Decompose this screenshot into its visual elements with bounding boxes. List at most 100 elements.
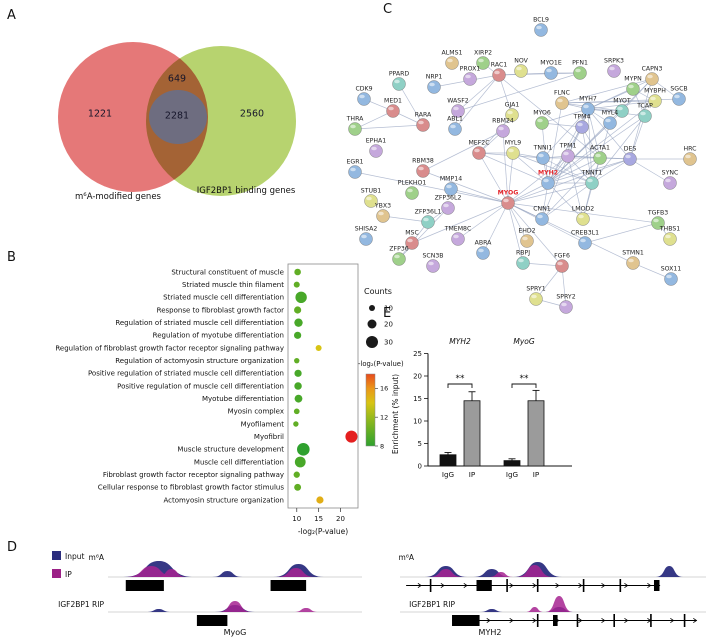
go-term-label: Myotube differentiation [202,395,284,403]
venn-right-count: 2560 [239,108,265,120]
network-edge [621,78,653,112]
network-edge [502,130,509,204]
network-node [392,252,406,266]
gene-direction-arrow [601,582,606,589]
significance-bracket [511,383,537,388]
network-node [421,215,435,229]
gene-exon-tick [506,579,508,592]
network-node [492,68,506,82]
counts-legend-dot [366,336,378,348]
go-term-label: Muscle structure development [177,446,284,454]
network-node-highlight [446,184,452,189]
bar-x-label: IgG [506,470,518,479]
network-node-highlight [653,218,659,223]
go-term-dot [294,318,303,327]
network-edge [478,152,549,184]
ip-peak [525,607,544,612]
network-edge [547,78,653,184]
network-node-label: RBPJ [516,250,530,257]
network-edge [629,115,646,160]
network-node-highlight [453,234,459,239]
network-node-highlight [605,118,611,123]
gene-exon-tick [619,579,622,592]
network-node [626,82,640,96]
color-legend-title: -log₂(P-value) [358,360,404,368]
network-node-highlight [583,104,589,109]
network-node-label: FLNC [554,90,570,97]
network-node [593,151,607,165]
network-node [392,77,406,91]
network-edge [587,78,653,110]
go-term-label: Regulation of fibroblast growth factor r… [55,344,284,352]
bar [527,400,545,467]
network-node-label: MYH2 [538,170,558,177]
go-term-label: Striated muscle cell differentiation [163,294,284,302]
network-node [520,234,534,248]
input-peak [479,609,505,612]
network-node [386,104,400,118]
network-node [445,56,459,70]
counts-legend-value: 20 [384,321,393,329]
network-node-highlight [518,258,524,263]
network-edge [591,115,646,184]
network-node-label: MYPN [624,76,642,83]
network-edge [547,182,584,220]
venn-overlap-top-count: 649 [167,73,187,85]
network-node-highlight [546,68,552,73]
network-node [514,64,528,78]
go-term-label: Cellular response to fibroblast growth f… [98,484,285,492]
go-term-label: Positive regulation of muscle cell diffe… [117,382,284,390]
go-term-label: Muscle cell differentiation [194,458,284,466]
network-node-highlight [508,148,514,153]
network-node-highlight [628,258,634,263]
network-node-label: SOX11 [661,266,682,273]
network-node [573,66,587,80]
network-node-highlight [478,248,484,253]
go-term-label: Response to fibroblast growth factor [157,306,284,314]
network-node [544,66,558,80]
network-node-highlight [350,167,356,172]
network-node-label: RARA [415,112,432,119]
track-label: IGF2BP1 RIP [58,600,104,609]
network-node-highlight [543,178,549,183]
network-node-highlight [577,122,583,127]
network-node-label: EPHA1 [366,138,387,145]
y-tick-label: 0 [418,463,422,471]
network-node-label: SYNC [662,170,679,177]
venn-intersection-blob [149,90,207,144]
network-node [645,72,659,86]
network-node [603,116,617,130]
network-node-highlight [537,118,543,123]
gene-direction-arrow [624,582,629,589]
go-term-dot [293,281,300,288]
counts-legend-dot [369,305,375,311]
network-node-highlight [443,203,449,208]
input-peak [655,566,684,577]
network-node-label: PROX1 [460,66,481,73]
network-node-label: MYBPH [644,88,666,95]
network-node-label: MSC [405,230,419,237]
go-term-dot [297,443,310,456]
gene-exon-tick [683,614,686,627]
network-node-highlight [478,58,484,63]
go-term-dot [295,291,307,304]
network-node [476,246,490,260]
network-node-label: HRC [684,146,697,153]
gene-direction-arrow [693,617,698,624]
gene-exon-box [553,615,558,626]
network-node-highlight [685,154,691,159]
network-node [683,152,697,166]
network-node-highlight [665,234,671,239]
significance-stars: ** [456,374,466,384]
significance-stars: ** [520,374,530,384]
go-term-dot [294,483,302,491]
network-node-highlight [407,188,413,193]
network-node-highlight [359,94,365,99]
network-node-label: PFN1 [572,60,588,67]
gene-direction-arrow [647,582,652,589]
network-node [576,212,590,226]
network-node-highlight [650,96,656,101]
network-edge [547,157,601,184]
